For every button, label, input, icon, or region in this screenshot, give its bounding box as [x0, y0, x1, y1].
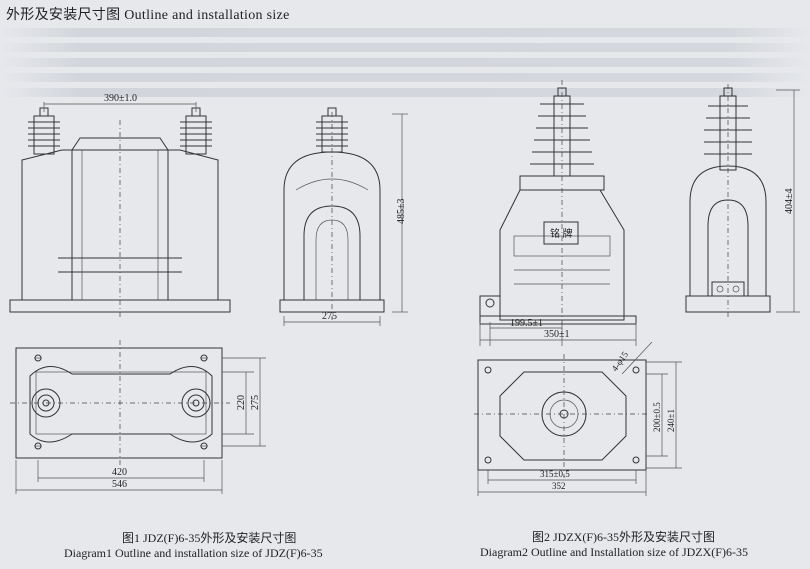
fig1-caption-cn: 图1 JDZ(F)6-35外形及安装尺寸图	[122, 531, 297, 545]
dim-420: 420	[112, 467, 127, 478]
dim-hole: 4-φ15	[609, 349, 630, 373]
mount-holes	[34, 354, 208, 450]
dim-546: 546	[112, 479, 127, 490]
fig1-caption-en: Diagram1 Outline and installation size o…	[64, 546, 323, 560]
dim-275: 275	[322, 311, 337, 322]
dim-275-plan: 275	[250, 395, 261, 410]
dim-315: 315±0.5	[540, 469, 570, 479]
right-bushing	[180, 107, 212, 155]
fig2-caption-cn: 图2 JDZX(F)6-35外形及安装尺寸图	[532, 530, 715, 544]
left-bushing	[28, 107, 60, 155]
bleed-through-text	[0, 22, 810, 102]
fig2-front-view: 铭 牌 199.5±1 350±1	[479, 80, 637, 346]
dim-240: 240±1	[666, 409, 676, 432]
dim-350: 350±1	[544, 329, 570, 340]
fig1-front-view: 390±1.0	[9, 93, 231, 320]
dim-200: 200±0.5	[652, 402, 662, 432]
page-title: 外形及安装尺寸图 Outline and installation size	[6, 8, 290, 23]
fig2-plan-view: 4-φ15 200±0.5 240±1 315±0.5 352	[474, 341, 682, 496]
dim-199-5: 199.5±1	[510, 318, 543, 329]
fig2-caption-en: Diagram2 Outline and Installation size o…	[480, 545, 748, 559]
dim-390: 390±1.0	[104, 93, 137, 104]
dim-485: 485±3	[396, 199, 407, 225]
fig2-mount-holes	[484, 366, 640, 464]
fig2-side-view: 404±4	[685, 84, 800, 320]
fig1-side-view: 485±3 275	[279, 107, 408, 326]
fig1-plan-view: 220 275 420 546	[10, 340, 266, 494]
dim-220: 220	[236, 395, 247, 410]
nameplate-label: 铭 牌	[550, 227, 573, 240]
dim-404: 404±4	[784, 189, 795, 215]
dim-352: 352	[552, 481, 566, 491]
